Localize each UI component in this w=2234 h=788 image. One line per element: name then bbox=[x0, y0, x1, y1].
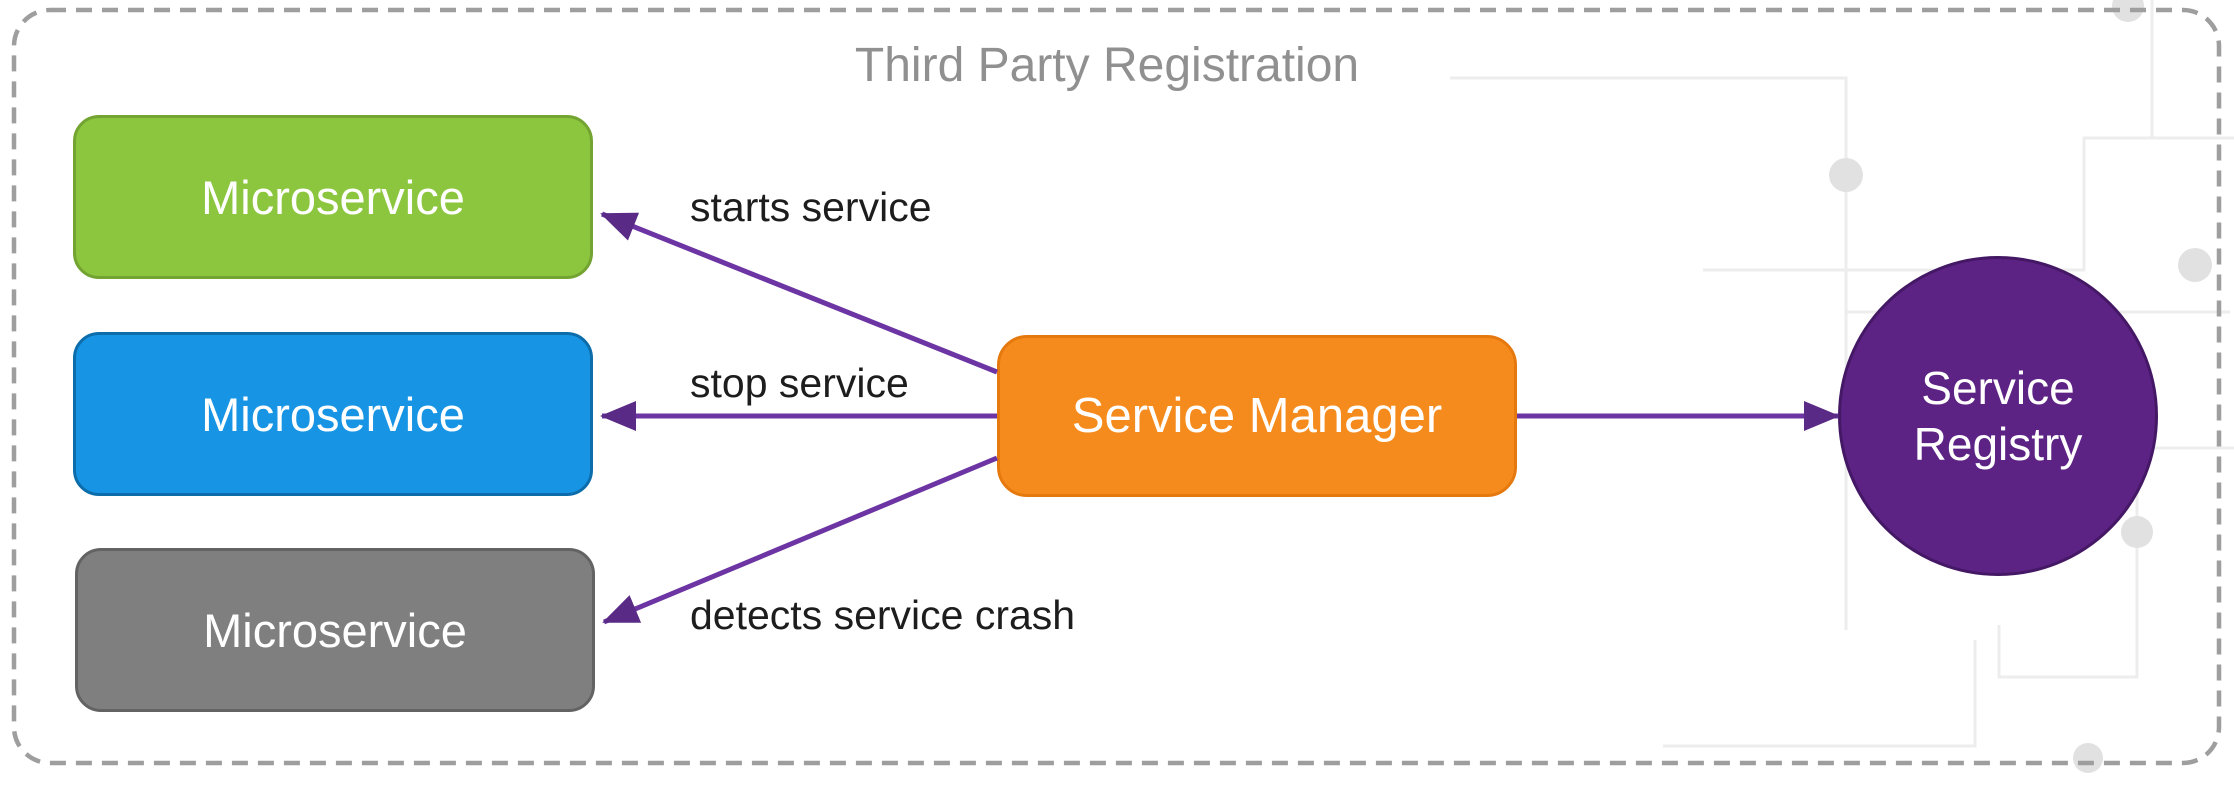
microservice-label: Microservice bbox=[203, 603, 467, 657]
edge-label-detects-service-crash: detects service crash bbox=[690, 592, 1076, 638]
arrow-starts-service bbox=[600, 211, 998, 375]
circuit-dot bbox=[2121, 516, 2153, 548]
circuit-dot bbox=[1829, 158, 1863, 192]
circuit-dot bbox=[2112, 0, 2144, 22]
service-registry-circle: Service Registry bbox=[1838, 256, 2158, 576]
microservice-label: Microservice bbox=[201, 387, 465, 441]
circuit-dot bbox=[2178, 248, 2212, 282]
microservice-box-blue: Microservice bbox=[73, 332, 593, 496]
service-manager-box: Service Manager bbox=[997, 335, 1517, 497]
microservice-box-gray: Microservice bbox=[75, 548, 595, 712]
edge-label-stop-service: stop service bbox=[690, 360, 909, 406]
microservice-box-green: Microservice bbox=[73, 115, 593, 279]
diagram-title: Third Party Registration bbox=[854, 39, 1360, 92]
circuit-dot bbox=[2073, 743, 2103, 773]
service-manager-label: Service Manager bbox=[1071, 389, 1443, 443]
edge-label-starts-service: starts service bbox=[690, 184, 932, 230]
service-registry-label: Service Registry bbox=[1913, 361, 2083, 470]
microservice-label: Microservice bbox=[201, 170, 465, 224]
